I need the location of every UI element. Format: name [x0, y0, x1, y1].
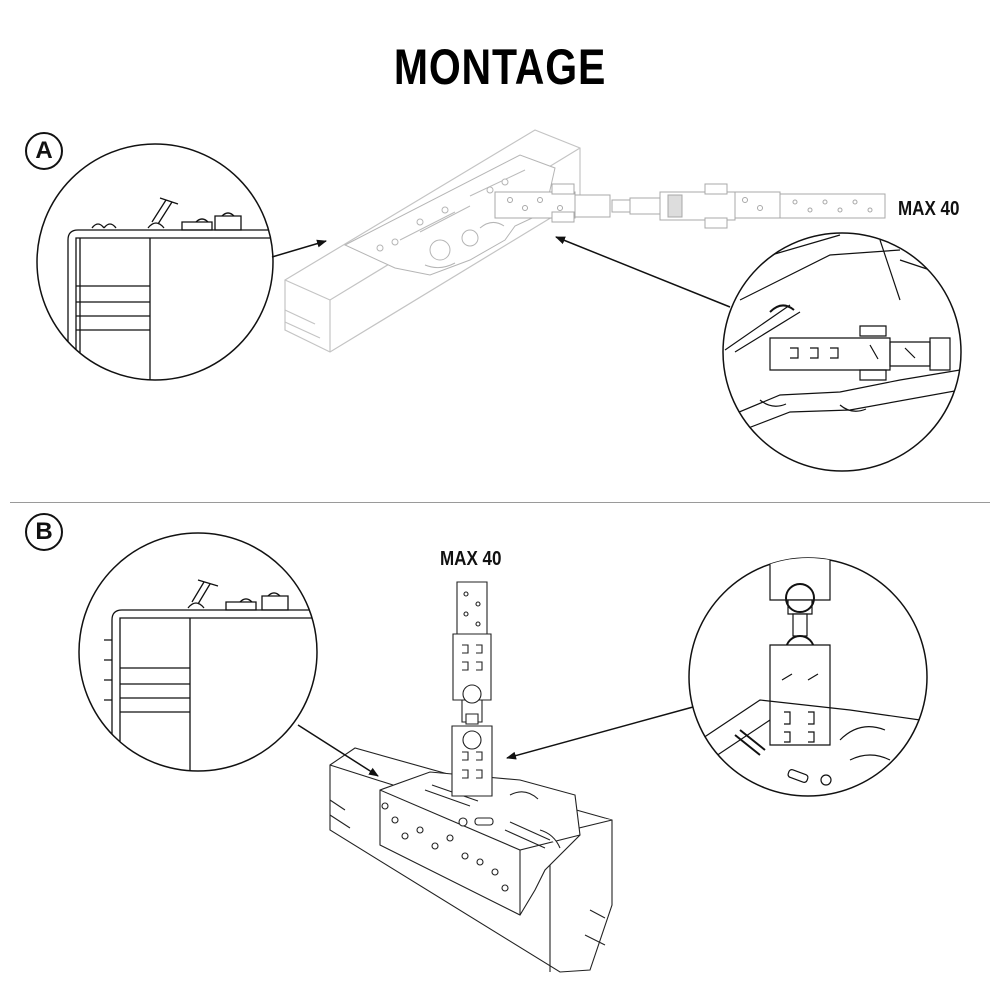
section-divider [10, 502, 990, 503]
step-b-detail-right [689, 555, 927, 796]
step-a-detail-right [720, 233, 961, 471]
step-b-connector-plate [380, 772, 580, 915]
step-a-badge: A [25, 132, 63, 170]
step-a-detail-left [37, 144, 273, 400]
page-title: MONTAGE [393, 39, 607, 95]
step-a-connector-plate [345, 155, 555, 275]
step-b-rail-stack [452, 582, 492, 796]
step-a-rail-chain [495, 184, 885, 228]
step-b-max-label: MAX 40 [440, 548, 502, 570]
step-a-max-label: MAX 40 [898, 198, 960, 220]
step-b-badge: B [25, 513, 63, 551]
step-b-detail-left [79, 533, 320, 780]
